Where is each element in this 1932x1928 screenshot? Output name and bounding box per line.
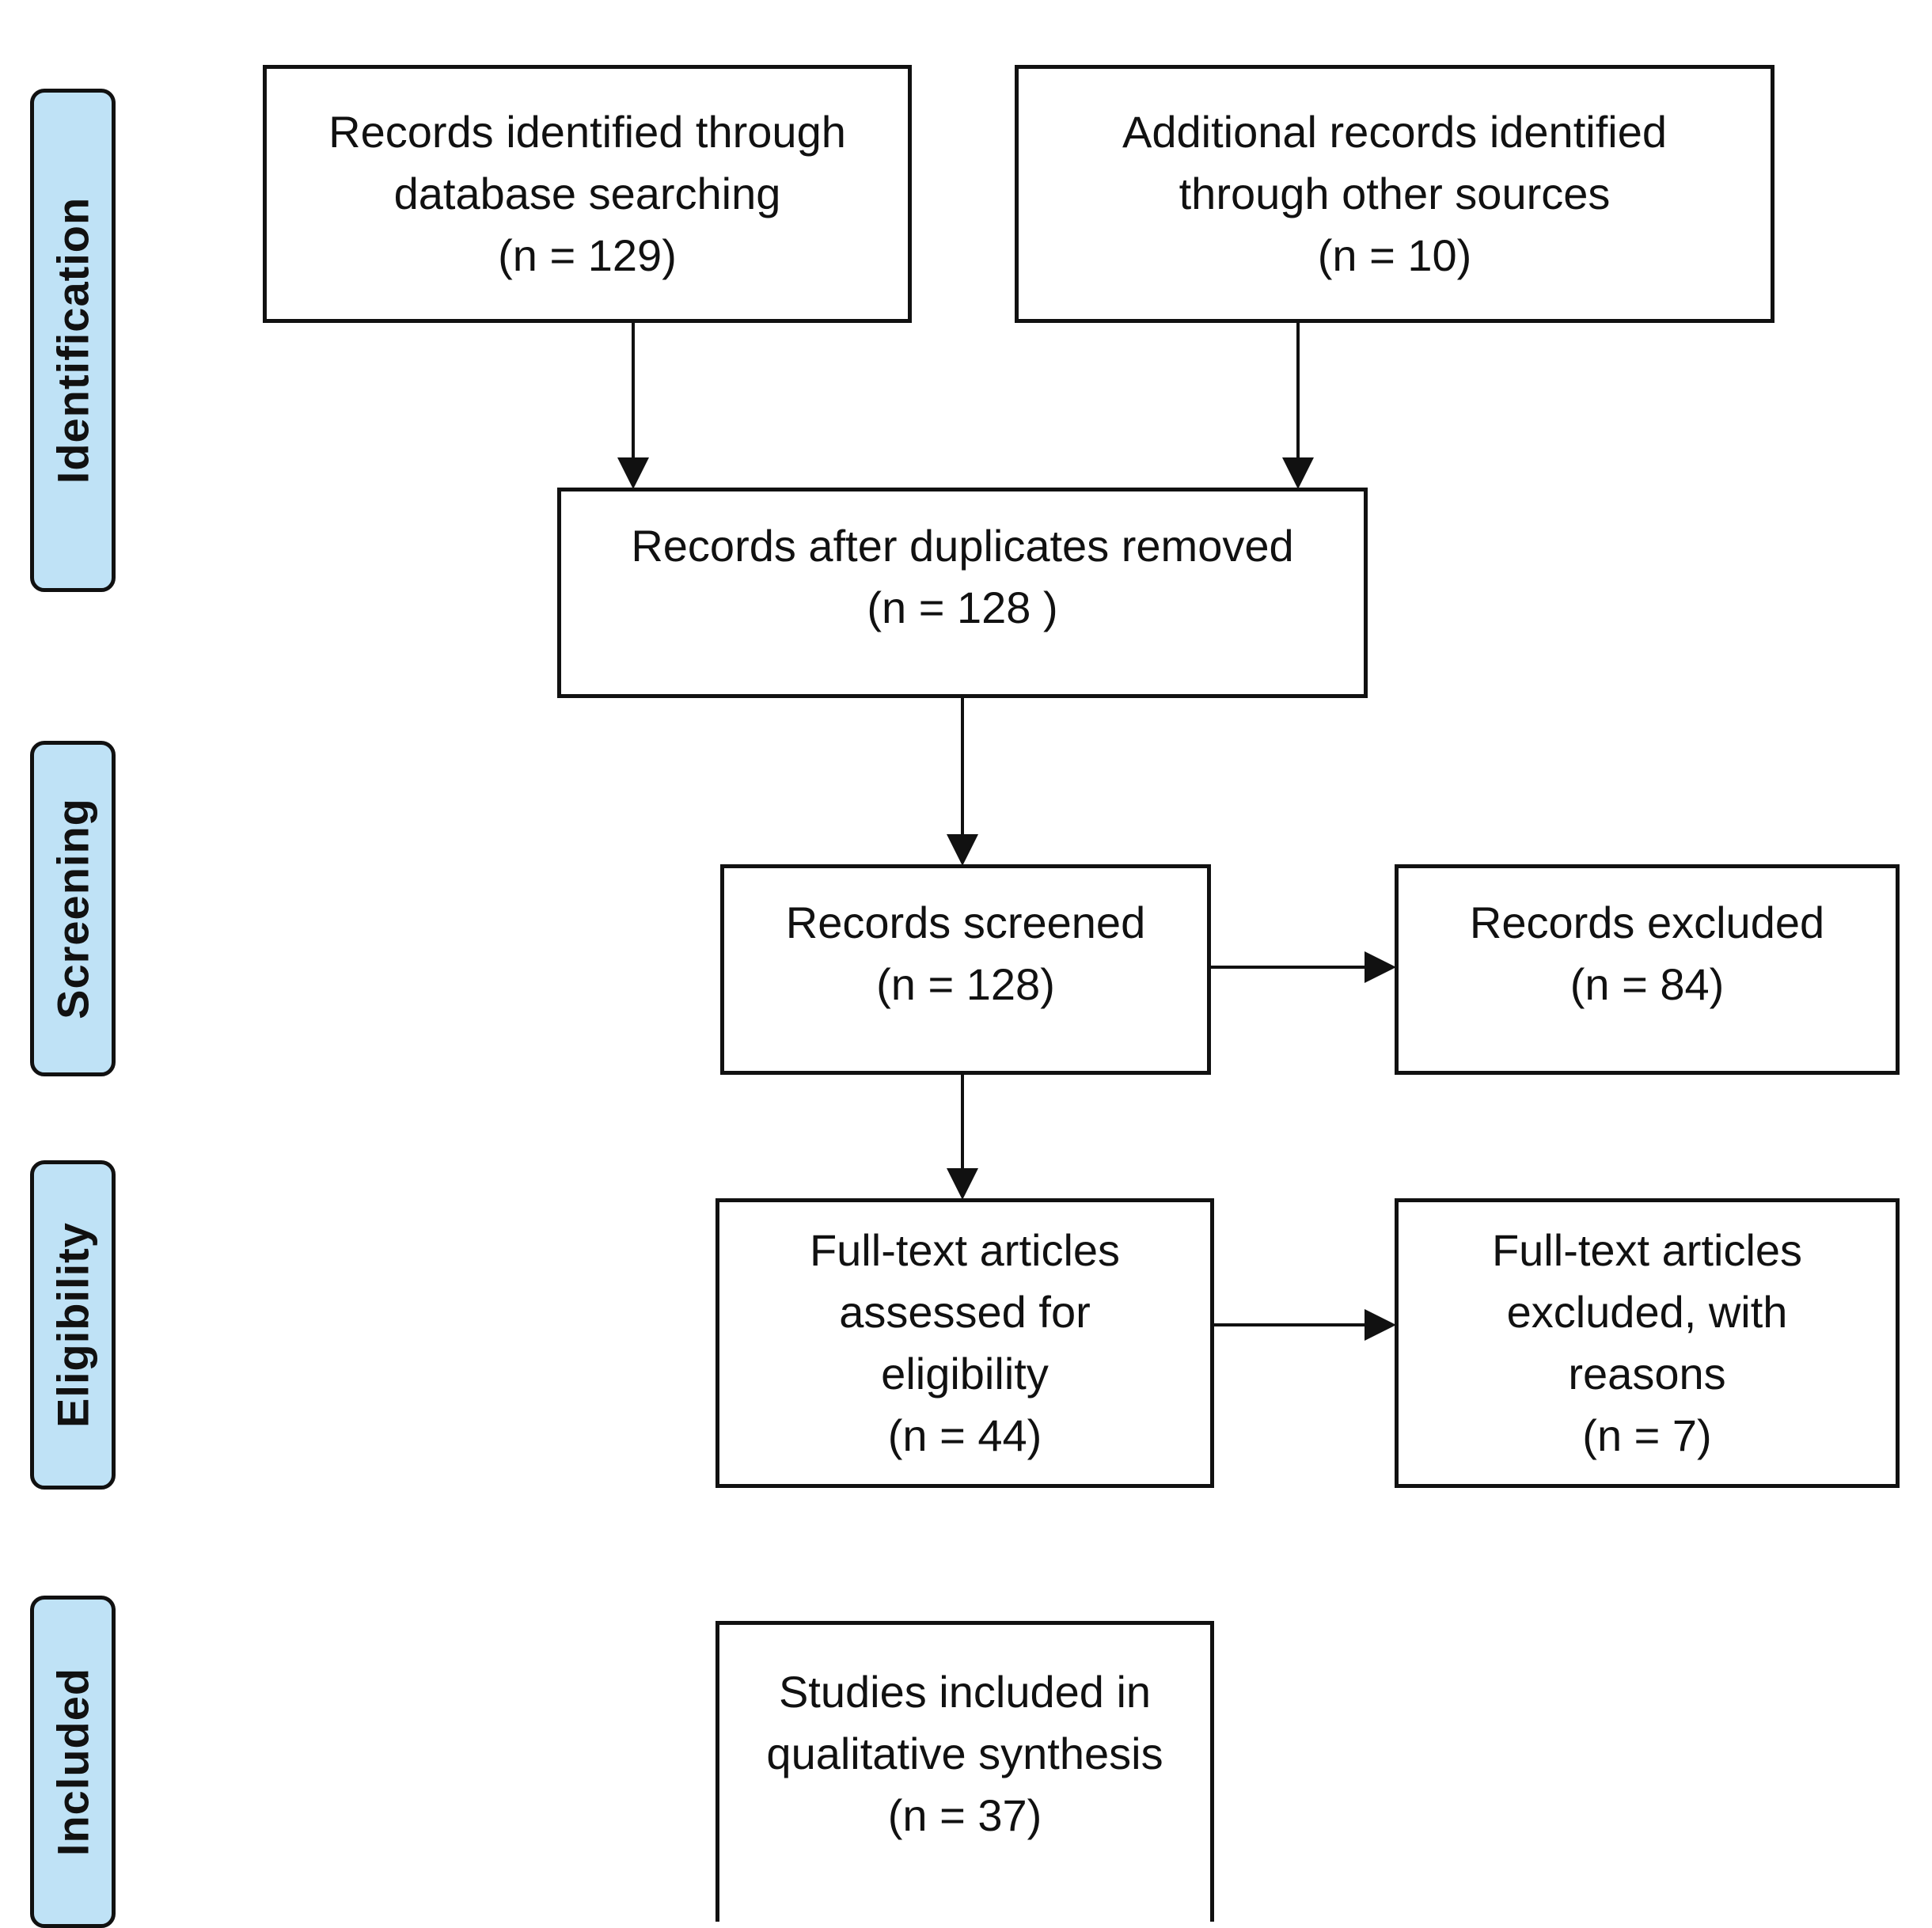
phase-identification: Identification [30, 89, 116, 592]
box-db-line-2: database searching [393, 169, 781, 218]
box-database-searching: Records identified through database sear… [263, 65, 912, 323]
box-db-line-1: Records identified through [328, 107, 846, 157]
box-ftex-line-1: Full-text articles [1491, 1225, 1803, 1275]
box-fulltext-excluded: Full-text articles excluded, with reason… [1395, 1198, 1900, 1488]
box-included-line-2: qualitative synthesis [766, 1729, 1163, 1778]
box-db-count: (n = 129) [498, 230, 677, 280]
box-other-count: (n = 10) [1317, 230, 1472, 280]
box-dup-line-1: Records after duplicates removed [631, 521, 1294, 571]
box-fulltext-line-2: assessed for [839, 1287, 1091, 1337]
box-excluded-line-1: Records excluded [1469, 898, 1825, 947]
box-ftex-count: (n = 7) [1582, 1410, 1712, 1460]
box-fulltext-assessed: Full-text articles assessed for eligibil… [715, 1198, 1214, 1488]
box-records-excluded: Records excluded (n = 84) [1395, 864, 1900, 1075]
box-other-line-2: through other sources [1179, 169, 1611, 218]
box-included-line-1: Studies included in [778, 1667, 1152, 1717]
box-fulltext-line-1: Full-text articles [809, 1225, 1121, 1275]
box-other-line-1: Additional records identified [1122, 107, 1667, 157]
box-studies-included: Studies included in qualitative synthesi… [715, 1621, 1214, 1922]
box-duplicates-removed: Records after duplicates removed (n = 12… [557, 488, 1368, 698]
box-ftex-line-3: reasons [1568, 1349, 1726, 1399]
box-screened-count: (n = 128) [876, 959, 1055, 1009]
box-other-sources: Additional records identified through ot… [1015, 65, 1774, 323]
phase-screening: Screening [30, 741, 116, 1076]
box-ftex-line-2: excluded, with [1506, 1287, 1788, 1337]
box-records-screened: Records screened (n = 128) [720, 864, 1211, 1075]
box-screened-line-1: Records screened [785, 898, 1146, 947]
box-excluded-count: (n = 84) [1570, 959, 1725, 1009]
phase-eligibility: Eligibility [30, 1160, 116, 1490]
phase-included: Included [30, 1596, 116, 1928]
box-included-count: (n = 37) [887, 1790, 1042, 1840]
box-fulltext-count: (n = 44) [887, 1410, 1042, 1460]
box-dup-count: (n = 128 ) [867, 583, 1058, 632]
box-fulltext-line-3: eligibility [881, 1349, 1049, 1399]
